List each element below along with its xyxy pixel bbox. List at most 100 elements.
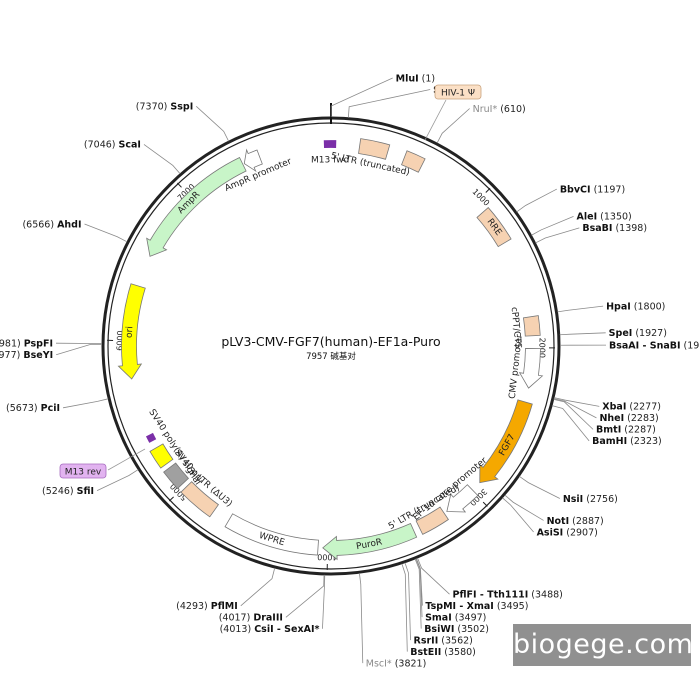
site-name: TspMI - XmaI bbox=[425, 601, 493, 612]
site-name: AleI bbox=[577, 212, 598, 223]
svg-text:MluI (1): MluI (1) bbox=[396, 73, 436, 84]
site-bsabi: BsaBI (1398) bbox=[535, 223, 647, 244]
svg-text:BsaAI - SnaBI (1985): BsaAI - SnaBI (1985) bbox=[609, 340, 700, 351]
site-name: NheI bbox=[599, 413, 624, 424]
site-position: (4017) bbox=[219, 613, 254, 624]
site-draiii: (4017) DraIII bbox=[219, 574, 325, 624]
svg-text:(4017) DraIII: (4017) DraIII bbox=[219, 613, 283, 624]
svg-text:(7370) SspI: (7370) SspI bbox=[136, 102, 193, 113]
site-name: SfiI bbox=[77, 486, 94, 497]
callout-hiv-psi-label: HIV-1 Ψ bbox=[441, 89, 475, 99]
site-bsteii: BstEII (3580) bbox=[401, 563, 476, 658]
feature-5-ltr-truncated bbox=[358, 138, 391, 160]
site-msci: MscI* (3821) bbox=[359, 573, 426, 669]
svg-text:BmtI (2287): BmtI (2287) bbox=[596, 425, 656, 436]
site-position: (3502) bbox=[454, 624, 489, 635]
site-name: BstEII bbox=[410, 647, 441, 658]
site-position: (7046) bbox=[84, 140, 119, 151]
site-name: BsaAI - SnaBI bbox=[609, 340, 681, 351]
tick-label: 4000 bbox=[317, 552, 338, 561]
svg-text:(5246) SfiI: (5246) SfiI bbox=[42, 486, 94, 497]
svg-text:BstEII (3580): BstEII (3580) bbox=[410, 647, 476, 658]
site-name: BsiWI bbox=[424, 624, 454, 635]
site-name: NotI bbox=[547, 516, 570, 527]
site-name: SmaI bbox=[425, 612, 452, 623]
feature-ori bbox=[117, 283, 146, 380]
tick-mark bbox=[168, 496, 174, 502]
feature-5-ltr-truncated bbox=[415, 506, 449, 535]
svg-text:(5977) BseYI: (5977) BseYI bbox=[0, 350, 53, 361]
svg-text:BamHI (2323): BamHI (2323) bbox=[592, 436, 662, 447]
feature-segment-14 bbox=[145, 432, 157, 443]
site-bamhi: BamHI (2323) bbox=[551, 405, 662, 447]
site-position: (2887) bbox=[569, 516, 604, 527]
site-name: AsiSI bbox=[537, 527, 564, 538]
site-position: (2907) bbox=[563, 527, 598, 538]
site-position: (1350) bbox=[597, 212, 632, 223]
tick-mark bbox=[177, 182, 182, 188]
site-mlui: MluI (1) bbox=[330, 73, 436, 118]
callout-m13-rev-label: M13 rev bbox=[65, 468, 102, 478]
svg-text:BsiWI (3502): BsiWI (3502) bbox=[424, 624, 489, 635]
feature-label: cPPT/CTS bbox=[509, 307, 523, 350]
svg-text:BsaBI (1398): BsaBI (1398) bbox=[582, 223, 647, 234]
svg-text:TspMI - XmaI (3495): TspMI - XmaI (3495) bbox=[425, 601, 528, 612]
feature-3-ltr-u3 bbox=[180, 481, 220, 518]
site-position: (7370) bbox=[136, 102, 171, 113]
svg-text:HpaI (1800): HpaI (1800) bbox=[606, 301, 665, 312]
svg-text:(7046) ScaI: (7046) ScaI bbox=[84, 140, 141, 151]
feature-segment-2 bbox=[401, 150, 426, 173]
feature-rre bbox=[476, 206, 512, 248]
site-noti: NotI (2887) bbox=[504, 494, 604, 527]
site-name: PspFI bbox=[24, 338, 53, 349]
svg-text:NsiI (2756): NsiI (2756) bbox=[563, 494, 618, 505]
plasmid-name: pLV3-CMV-FGF7(human)-EF1a-Puro bbox=[221, 334, 440, 349]
plasmid-size: 7957 碱基对 bbox=[306, 351, 356, 362]
svg-text:NruI* (610): NruI* (610) bbox=[473, 104, 526, 115]
site-name: ScaI bbox=[119, 140, 141, 151]
site-name: RsrII bbox=[414, 635, 439, 646]
watermark: biogege.com bbox=[513, 624, 693, 666]
site-nhei: NheI (2283) bbox=[553, 398, 659, 424]
feature-wpre bbox=[224, 513, 319, 556]
site-name: MluI bbox=[396, 73, 419, 84]
svg-text:PflFI - Tth111I (3488): PflFI - Tth111I (3488) bbox=[453, 589, 563, 600]
site-name: SpeI bbox=[609, 328, 633, 339]
site-position: (3821) bbox=[392, 658, 427, 669]
site-name: AhdI bbox=[57, 219, 81, 230]
site-name: PciI bbox=[41, 403, 60, 414]
svg-text:(5673) PciI: (5673) PciI bbox=[6, 403, 60, 414]
site-pcii: (5673) PciI bbox=[6, 398, 109, 414]
site-name: PflFI - Tth111I bbox=[453, 589, 529, 600]
site-scai: (7046) ScaI bbox=[84, 140, 181, 175]
site-pflfi-tth111i: PflFI - Tth111I (3488) bbox=[417, 557, 563, 600]
site-position: (5981) bbox=[0, 338, 24, 349]
site-bsaai-snabi: BsaAI - SnaBI (1985) bbox=[559, 340, 700, 351]
site-position: (4013) bbox=[220, 624, 255, 635]
site-position: (1985) bbox=[681, 340, 700, 351]
site-name: SspI bbox=[170, 102, 193, 113]
svg-text:BbvCI (1197): BbvCI (1197) bbox=[560, 184, 625, 195]
site-name: DraIII bbox=[253, 613, 283, 624]
site-position: (5246) bbox=[42, 486, 77, 497]
site-nrui: NruI* (610) bbox=[436, 104, 526, 144]
site-rsrii: RsrII (3562) bbox=[404, 562, 473, 646]
site-name: PflMI bbox=[211, 601, 238, 612]
site-position: (3495) bbox=[494, 601, 529, 612]
site-bmti: BmtI (2287) bbox=[553, 398, 656, 436]
site-xbai: XbaI (2277) bbox=[554, 397, 661, 413]
svg-text:NotI (2887): NotI (2887) bbox=[547, 516, 604, 527]
site-position: (1) bbox=[419, 73, 435, 84]
site-name: MscI* bbox=[366, 658, 392, 669]
feature-label: CMV promoter bbox=[508, 334, 525, 400]
site-name: XbaI bbox=[602, 402, 626, 413]
site-name: HpaI bbox=[606, 301, 631, 312]
site-position: (4293) bbox=[176, 601, 211, 612]
tick-label: 6000 bbox=[115, 330, 125, 351]
site-name: BmtI bbox=[596, 425, 621, 436]
site-alei: AleI (1350) bbox=[531, 212, 632, 236]
site-tspmi-xmai: TspMI - XmaI (3495) bbox=[415, 558, 528, 612]
feature-ef-1-core-promoter bbox=[446, 484, 479, 513]
site-name: NsiI bbox=[563, 494, 583, 505]
svg-text:RsrII (3562): RsrII (3562) bbox=[414, 635, 473, 646]
